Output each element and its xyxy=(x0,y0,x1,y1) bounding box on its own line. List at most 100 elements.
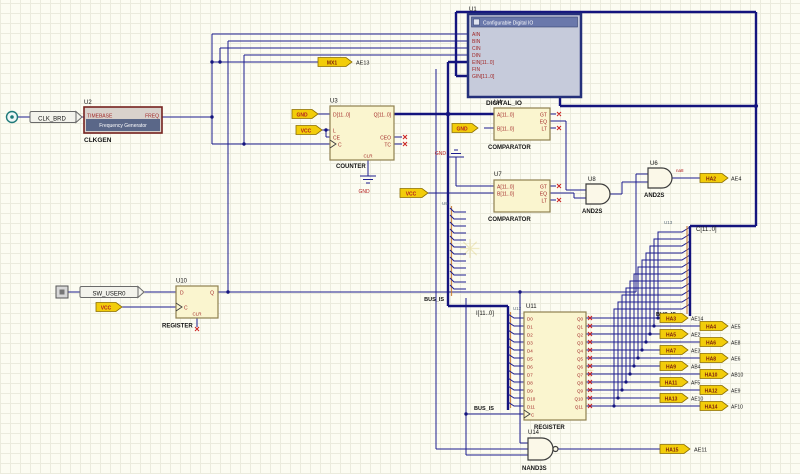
fpga-pin-label: AE10 xyxy=(691,396,703,402)
component-nand-gate[interactable]: U14 NAND3S xyxy=(522,430,559,472)
output-tag-ha5[interactable]: HA5 AE2 xyxy=(659,329,701,339)
output-tag-ha8[interactable]: HA8 AE6 xyxy=(699,353,741,363)
pin-label: DIN xyxy=(472,53,481,59)
power-vcc-comparator[interactable]: VCC xyxy=(399,188,429,198)
bus-tap-ladder-right[interactable]: U13 C[11..0] BUS_IS xyxy=(656,220,717,318)
power-vcc-register-small[interactable]: VCC xyxy=(95,302,123,312)
wire-clock-net[interactable] xyxy=(17,33,469,292)
component-body[interactable] xyxy=(493,179,551,213)
output-tag-ha6[interactable]: HA6 AE8 xyxy=(699,337,741,347)
and-gate-shape[interactable] xyxy=(585,183,611,205)
bus-tap-ref: U12 xyxy=(513,306,522,311)
bus-c-net[interactable] xyxy=(454,10,758,316)
net-tag[interactable] xyxy=(659,444,691,454)
component-body[interactable] xyxy=(493,107,551,141)
wire-comparator-pins[interactable] xyxy=(428,113,586,201)
net-tag[interactable] xyxy=(699,353,729,363)
net-tag[interactable] xyxy=(659,345,689,355)
output-tag-ha14[interactable]: HA14 AF10 xyxy=(699,401,743,411)
bus-tap-ladder-register-input[interactable]: U12 I[11..0] BUS_IS xyxy=(474,306,524,412)
component-header xyxy=(471,16,578,28)
wire-and-gates[interactable] xyxy=(610,177,700,195)
component-body[interactable] xyxy=(329,105,395,161)
net-tag[interactable] xyxy=(699,337,729,347)
power-gnd-counter[interactable]: GND xyxy=(291,109,319,119)
vcc-tag[interactable] xyxy=(95,302,123,312)
output-tag-ha4[interactable]: HA4 AE5 xyxy=(699,321,741,331)
component-footer: COMPARATOR xyxy=(488,145,531,151)
output-tag-ha11[interactable]: HA11 AF5 xyxy=(659,377,700,387)
gnd-tag[interactable] xyxy=(291,109,319,119)
component-ref: U6 xyxy=(650,161,658,167)
output-tag-ha10[interactable]: HA10 AB10 xyxy=(699,369,743,379)
pin-label: D1 xyxy=(527,325,533,330)
clock-pin-icon xyxy=(523,409,531,419)
component-counter[interactable]: U3 D[11..0] L CE C Q[11..0] CEO TC CLR C… xyxy=(329,99,395,171)
output-tag-ha12[interactable]: HA12 AE9 xyxy=(699,385,741,395)
port-label: CLK_BRD xyxy=(38,116,66,122)
component-comparator-top[interactable]: U4 A[11..0] B[11..0] GT EQ LT COMPARATOR xyxy=(488,100,551,151)
net-name-label: na8 xyxy=(676,168,684,173)
wire-register-q-net[interactable] xyxy=(218,173,648,444)
component-body[interactable] xyxy=(523,311,587,421)
output-tag-ha13[interactable]: HA13 AE10 xyxy=(659,393,703,403)
net-tag[interactable] xyxy=(659,329,689,339)
bus-i-net[interactable] xyxy=(446,60,510,410)
pin-label: A[11..0] xyxy=(497,185,514,191)
output-tag-ha7[interactable]: HA7 AE3 xyxy=(659,345,701,355)
tag-label: MX1 xyxy=(327,60,338,66)
output-tag-mx1[interactable]: MX1 AE13 xyxy=(317,57,369,67)
tag-label: HA9 xyxy=(666,364,676,370)
component-footer: COMPARATOR xyxy=(488,217,531,223)
wire-bus-riser-bundle[interactable] xyxy=(613,226,691,406)
and-gate-shape[interactable] xyxy=(647,167,673,189)
net-tag[interactable] xyxy=(699,369,729,379)
power-vcc-counter[interactable]: VCC xyxy=(295,125,323,135)
power-gnd-symbol-counter[interactable]: GND xyxy=(358,175,376,195)
component-and-gate-1[interactable]: U8 AND2S xyxy=(582,177,611,215)
output-tag-ha9[interactable]: HA9 AB4 xyxy=(659,361,701,371)
component-footer: REGISTER xyxy=(162,324,193,330)
pin-label: EQ xyxy=(540,120,547,126)
wire-nand-inputs[interactable] xyxy=(435,69,660,456)
component-comparator-bottom[interactable]: U7 A[11..0] B[11..0] GT EQ LT COMPARATOR xyxy=(488,172,551,223)
wire-sw-user-net[interactable] xyxy=(68,291,198,327)
output-tag-ha2[interactable]: HA2 AE4 xyxy=(699,173,741,183)
net-tag[interactable] xyxy=(659,377,689,387)
component-register-small[interactable]: U10 D C Q CLR REGISTER xyxy=(162,279,219,330)
component-clkgen[interactable]: U2 TIMEBASE FREQ Frequency Generator CLK… xyxy=(83,100,163,144)
net-tag[interactable] xyxy=(659,313,689,323)
output-tag-ha3[interactable]: HA3 AE14 xyxy=(659,313,703,323)
net-tag[interactable] xyxy=(699,321,729,331)
vcc-tag[interactable] xyxy=(295,125,323,135)
net-tag[interactable] xyxy=(699,173,729,183)
net-tag[interactable] xyxy=(317,57,353,67)
gnd-tag[interactable] xyxy=(451,123,479,133)
output-tag-ha15[interactable]: HA15 AE11 xyxy=(659,444,707,454)
bus-tap-ladder-left[interactable]: U9 BUS_IS xyxy=(424,201,466,303)
component-register-big[interactable]: U11 D0 D1 D2 D3 D4 D5 D6 D7 D8 D9 D10 D1… xyxy=(523,304,587,431)
fpga-pin-label: AE11 xyxy=(694,447,707,453)
net-tag[interactable] xyxy=(699,401,729,411)
component-body[interactable] xyxy=(466,12,583,99)
power-gnd-comparator-top[interactable]: GND xyxy=(451,123,479,133)
fpga-pin-label: AE14 xyxy=(691,316,703,322)
vcc-tag[interactable] xyxy=(399,188,429,198)
wire-register-q-rows[interactable] xyxy=(586,317,700,407)
port-clk-brd[interactable]: CLK_BRD xyxy=(5,110,83,124)
net-tag[interactable] xyxy=(659,361,689,371)
pin-label: D7 xyxy=(527,373,533,378)
gnd-label: GND xyxy=(296,112,308,118)
component-and-gate-2[interactable]: U6 na8 AND2S xyxy=(644,161,684,199)
power-gnd-symbol-comparator[interactable]: GND xyxy=(435,149,464,158)
pin-label: D11 xyxy=(527,405,535,410)
nand-gate-shape[interactable] xyxy=(527,437,554,461)
pin-label: D10 xyxy=(527,397,536,402)
net-tag[interactable] xyxy=(699,385,729,395)
component-digital-io[interactable]: U1 Configurable Digital IO AIN BIN CIN D… xyxy=(466,7,583,107)
component-body[interactable] xyxy=(175,285,219,319)
net-tag[interactable] xyxy=(659,393,689,403)
port-sw-user0[interactable]: SW_USER0 xyxy=(55,285,145,299)
